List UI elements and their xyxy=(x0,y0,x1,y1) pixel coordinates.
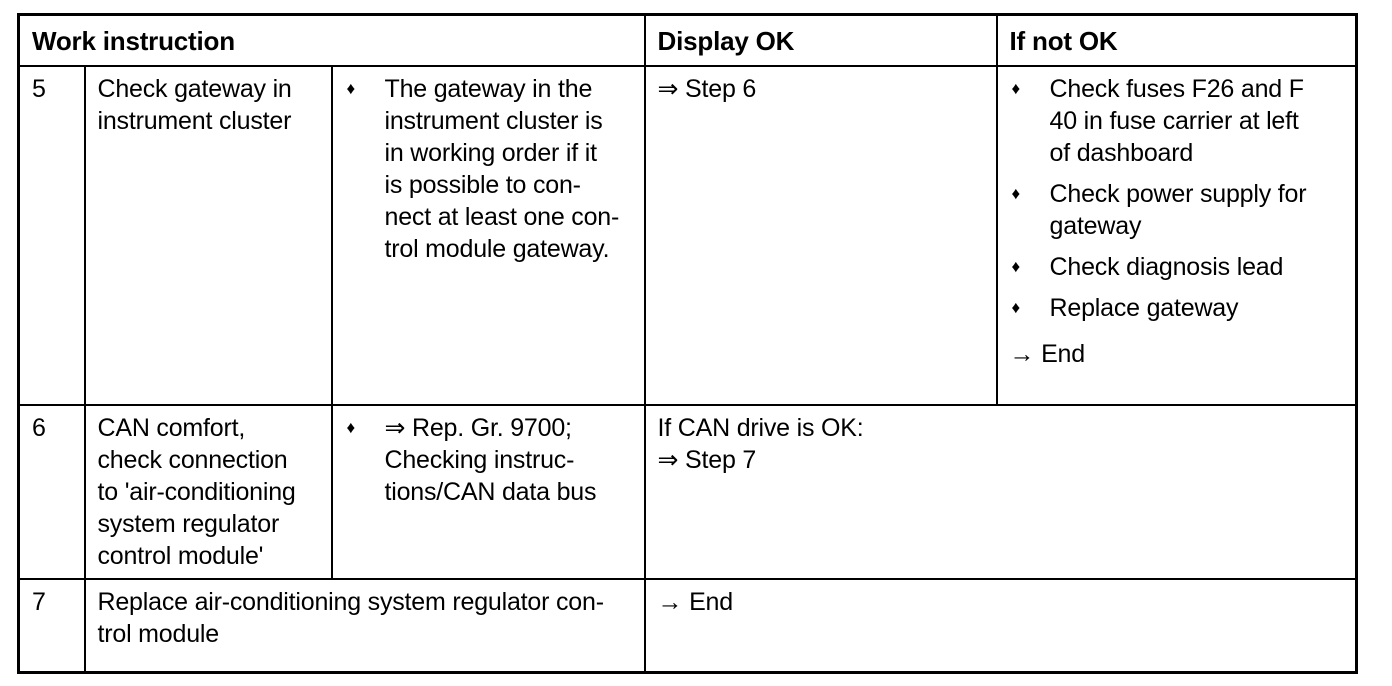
if-not-ok-bullet-item: ♦ Check diagnosis lead xyxy=(1010,251,1344,283)
if-not-ok-bullet-text: Check diagnosis lead xyxy=(1049,252,1284,281)
table-row-step-5: 5 Check gateway in instrument cluster ♦ T… xyxy=(17,64,1358,406)
instruction-cell-step-5: Check gateway in instrument cluster xyxy=(83,64,333,406)
details-cell-step-5: ♦ The gateway in the instrument cluster i… xyxy=(330,64,646,406)
if-not-ok-bullet-text: Check fuses F26 and F 40 in fuse carrier… xyxy=(1049,74,1304,167)
diamond-bullet-icon: ♦ xyxy=(1011,183,1021,203)
table-row-step-6: 6 CAN comfort, check connection to 'air-… xyxy=(17,403,1358,580)
table-header-row: Work instruction Display OK If not OK xyxy=(17,13,1358,67)
diagnosis-work-instruction-table: Work instruction Display OK If not OK 5 … xyxy=(17,13,1359,674)
detail-bullet-text: The gateway in the instrument cluster is… xyxy=(384,74,620,263)
diamond-bullet-icon: ♦ xyxy=(346,78,356,98)
detail-bullet-item: ♦ ⇒ Rep. Gr. 9700; Checking instruc- tion… xyxy=(345,412,632,508)
detail-bullet-text: ⇒ Rep. Gr. 9700; Checking instruc- tions… xyxy=(384,413,597,506)
step-number-7: 7 xyxy=(17,577,86,674)
instruction-cell-step-7: Replace air-conditioning system regulato… xyxy=(83,577,646,674)
diamond-bullet-icon: ♦ xyxy=(1011,256,1021,276)
if-not-ok-bullet-text: Check power supply for gateway xyxy=(1049,179,1307,240)
result-cell-step-7: → End xyxy=(643,577,1358,674)
diamond-bullet-icon: ♦ xyxy=(1011,297,1021,317)
if-not-ok-bullet-item: ♦ Check power supply for gateway xyxy=(1010,178,1344,242)
display-ok-cell-step-5: ⇒ Step 6 xyxy=(643,64,998,406)
detail-bullet-item: ♦ The gateway in the instrument cluster i… xyxy=(345,73,632,265)
end-reference: → End xyxy=(1009,339,1086,368)
instruction-cell-step-6: CAN comfort, check connection to 'air-co… xyxy=(83,403,333,580)
col-header-work-instruction: Work instruction xyxy=(17,13,646,67)
table-row-step-7: 7 Replace air-conditioning system regula… xyxy=(17,577,1358,674)
step-number-6: 6 xyxy=(17,403,86,580)
diamond-bullet-icon: ♦ xyxy=(346,417,356,437)
if-not-ok-bullet-item: ♦ Replace gateway xyxy=(1010,292,1344,324)
col-header-display-ok: Display OK xyxy=(643,13,998,67)
if-not-ok-bullet-item: ♦ Check fuses F26 and F 40 in fuse carrie… xyxy=(1010,73,1344,169)
diamond-bullet-icon: ♦ xyxy=(1011,78,1021,98)
if-not-ok-cell-step-5: ♦ Check fuses F26 and F 40 in fuse carrie… xyxy=(995,64,1358,406)
result-cell-step-6: If CAN drive is OK: ⇒ Step 7 xyxy=(643,403,1358,580)
col-header-if-not-ok: If not OK xyxy=(995,13,1358,67)
if-not-ok-bullet-text: Replace gateway xyxy=(1049,293,1239,322)
step-number-5: 5 xyxy=(17,64,86,406)
details-cell-step-6: ♦ ⇒ Rep. Gr. 9700; Checking instruc- tion… xyxy=(330,403,646,580)
